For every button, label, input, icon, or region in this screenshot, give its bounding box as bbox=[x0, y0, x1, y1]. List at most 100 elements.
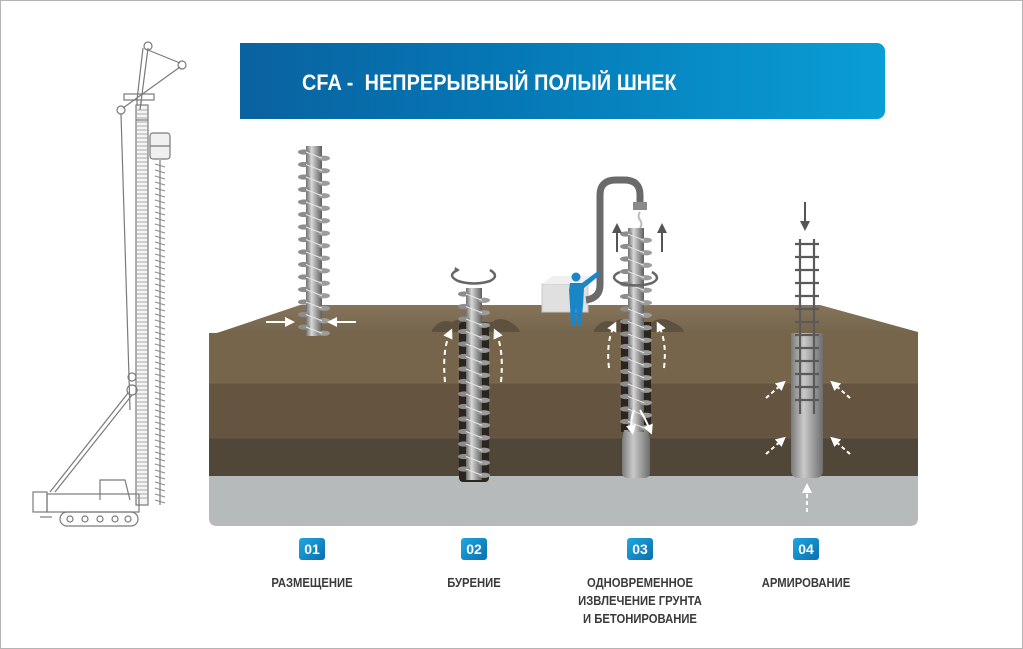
step-number-badge: 03 bbox=[627, 538, 653, 560]
auger-flight bbox=[478, 347, 490, 353]
auger-helix-line bbox=[627, 296, 645, 304]
auger-flight bbox=[640, 237, 652, 243]
auger-flights bbox=[298, 149, 330, 336]
rotation-arrow-icon bbox=[612, 270, 659, 287]
auger-shaft bbox=[306, 146, 322, 336]
auger-flight bbox=[620, 418, 632, 425]
auger-flight bbox=[318, 218, 330, 224]
concrete-pile bbox=[622, 430, 650, 478]
step-label-line: ИЗВЛЕЧЕНИЕ ГРУНТА bbox=[578, 594, 702, 608]
auger-flight bbox=[640, 350, 652, 356]
step-01: 01 РАЗМЕЩЕНИЕ bbox=[232, 538, 392, 592]
step-label-line: БУРЕНИЕ bbox=[447, 576, 501, 590]
rig-auger-flight bbox=[154, 379, 166, 384]
rig-auger-flight bbox=[154, 169, 166, 174]
rig-auger-flight bbox=[154, 391, 166, 396]
auger-helix-line bbox=[305, 151, 323, 159]
auger-helix-line bbox=[305, 189, 323, 197]
stage-3-concreting bbox=[541, 176, 684, 478]
auger-helix-line bbox=[465, 343, 483, 351]
bedrock-layer bbox=[209, 476, 918, 526]
auger-helix-line bbox=[465, 356, 483, 364]
auger-flight bbox=[318, 155, 330, 161]
auger-flight bbox=[298, 324, 310, 330]
auger-flight bbox=[318, 180, 330, 186]
auger-helix-line bbox=[465, 306, 483, 314]
step-label-line: РАЗМЕЩЕНИЕ bbox=[271, 576, 353, 590]
rig-auger-flight bbox=[154, 313, 166, 318]
auger-helix-line bbox=[627, 258, 645, 266]
auger-flight bbox=[478, 447, 490, 453]
auger-helix-line bbox=[305, 176, 323, 184]
auger-helix-line bbox=[305, 301, 323, 309]
soil-up-arrow-icon bbox=[443, 328, 453, 383]
concrete-down-arrow-icon bbox=[626, 409, 636, 435]
auger-flight bbox=[640, 337, 652, 343]
auger-helix-line bbox=[627, 346, 645, 354]
pressure-arrow-icon bbox=[765, 380, 786, 399]
rig-auger-flight bbox=[154, 283, 166, 288]
auger-flight bbox=[458, 403, 470, 410]
step-number-badge: 02 bbox=[461, 538, 487, 560]
rig-auger-flight bbox=[154, 271, 166, 276]
auger-flight bbox=[640, 325, 652, 331]
rig-auger-flight bbox=[154, 337, 166, 342]
auger-flight bbox=[640, 400, 652, 406]
auger-flight bbox=[318, 168, 330, 174]
rig-auger-flight bbox=[154, 415, 166, 420]
page-title: CFA - НЕПРЕРЫВНЫЙ ПОЛЫЙ ШНЕК bbox=[302, 70, 677, 95]
rig-auger-flight bbox=[154, 355, 166, 360]
step-label: РАЗМЕЩЕНИЕ bbox=[240, 574, 384, 592]
auger-flight bbox=[478, 435, 490, 441]
rig-auger-flight bbox=[154, 493, 166, 498]
rig-auger-flight bbox=[154, 463, 166, 468]
rig-auger-flight bbox=[154, 373, 166, 378]
auger-flight bbox=[478, 410, 490, 416]
auger-flights bbox=[620, 231, 652, 431]
auger-flight bbox=[298, 261, 310, 268]
auger-helix-line bbox=[465, 318, 483, 326]
stage-1-auger-positioning bbox=[266, 146, 356, 336]
pressure-arrow-icon bbox=[765, 436, 786, 455]
step-03: 03 ОДНОВРЕМЕННОЕ ИЗВЛЕЧЕНИЕ ГРУНТА И БЕТ… bbox=[560, 538, 720, 628]
auger-flight bbox=[640, 275, 652, 281]
auger-flight bbox=[458, 428, 470, 435]
auger-flight bbox=[458, 416, 470, 422]
auger-flight bbox=[298, 249, 310, 255]
rig-auger-flight bbox=[154, 277, 166, 282]
rig-auger-flight bbox=[154, 451, 166, 456]
auger-flights bbox=[458, 291, 490, 478]
auger-helix-line bbox=[305, 314, 323, 322]
auger-helix-line bbox=[305, 164, 323, 172]
auger-flight bbox=[620, 381, 632, 387]
rig-auger-flight bbox=[154, 469, 166, 474]
rig-auger-flight bbox=[154, 487, 166, 492]
auger-flight bbox=[620, 393, 632, 400]
auger-flight bbox=[458, 328, 470, 335]
rig-auger-flight bbox=[154, 433, 166, 438]
auger-flight bbox=[458, 341, 470, 347]
auger-flight bbox=[478, 297, 490, 303]
rig-auger-flight bbox=[154, 193, 166, 198]
auger-helix-line bbox=[305, 201, 323, 209]
rig-auger-flight bbox=[154, 385, 166, 390]
rig-auger-flight bbox=[154, 397, 166, 402]
auger-helix-line bbox=[305, 276, 323, 284]
rig-auger-flight bbox=[154, 289, 166, 294]
auger-helix-line bbox=[305, 289, 323, 297]
auger-flight bbox=[318, 293, 330, 299]
rig-auger-flight bbox=[154, 367, 166, 372]
auger-helix-line bbox=[465, 418, 483, 426]
rig-auger-flight bbox=[154, 349, 166, 354]
auger-flight bbox=[620, 231, 632, 237]
rig-auger-flight bbox=[154, 457, 166, 462]
auger-flight bbox=[620, 356, 632, 362]
auger-flight bbox=[620, 243, 632, 250]
step-label: ОДНОВРЕМЕННОЕ ИЗВЛЕЧЕНИЕ ГРУНТА И БЕТОНИ… bbox=[568, 574, 712, 628]
rig-auger-flight bbox=[154, 187, 166, 192]
step-number-badge: 01 bbox=[299, 538, 325, 560]
step-label-line: ОДНОВРЕМЕННОЕ bbox=[586, 576, 694, 590]
auger-helix-line bbox=[465, 456, 483, 464]
rig-auger-flight bbox=[154, 163, 166, 168]
